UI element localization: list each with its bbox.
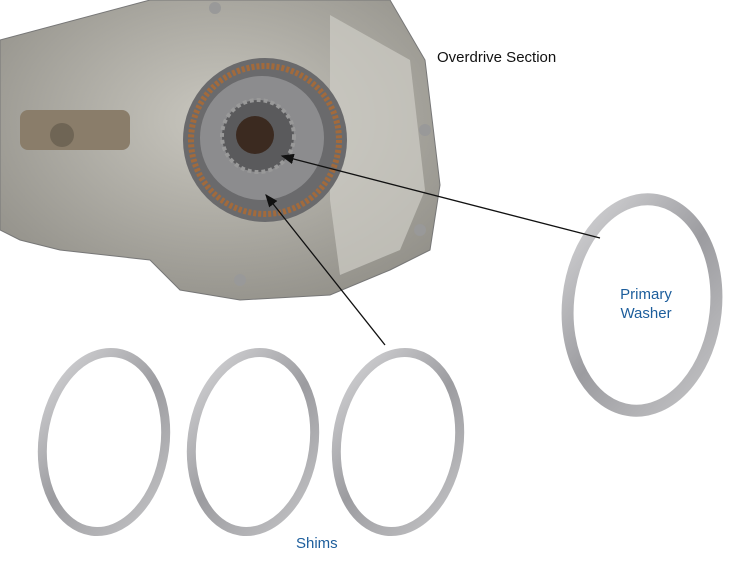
shims-label: Shims [296,535,338,552]
shim-ring-3 [331,347,465,537]
primary-washer-arrow [280,153,601,239]
shim-ring-2 [186,347,320,537]
overdrive-section-label: Overdrive Section [437,49,557,66]
shim-ring-1 [37,347,171,537]
primary-washer-ring [561,193,723,417]
primary-washer-label-line2: Washer [620,305,672,322]
shims-arrow [265,193,386,346]
primary-washer-label: Primary Washer [606,285,686,323]
transmission-case [0,0,441,301]
primary-washer-label-line1: Primary [620,286,672,303]
